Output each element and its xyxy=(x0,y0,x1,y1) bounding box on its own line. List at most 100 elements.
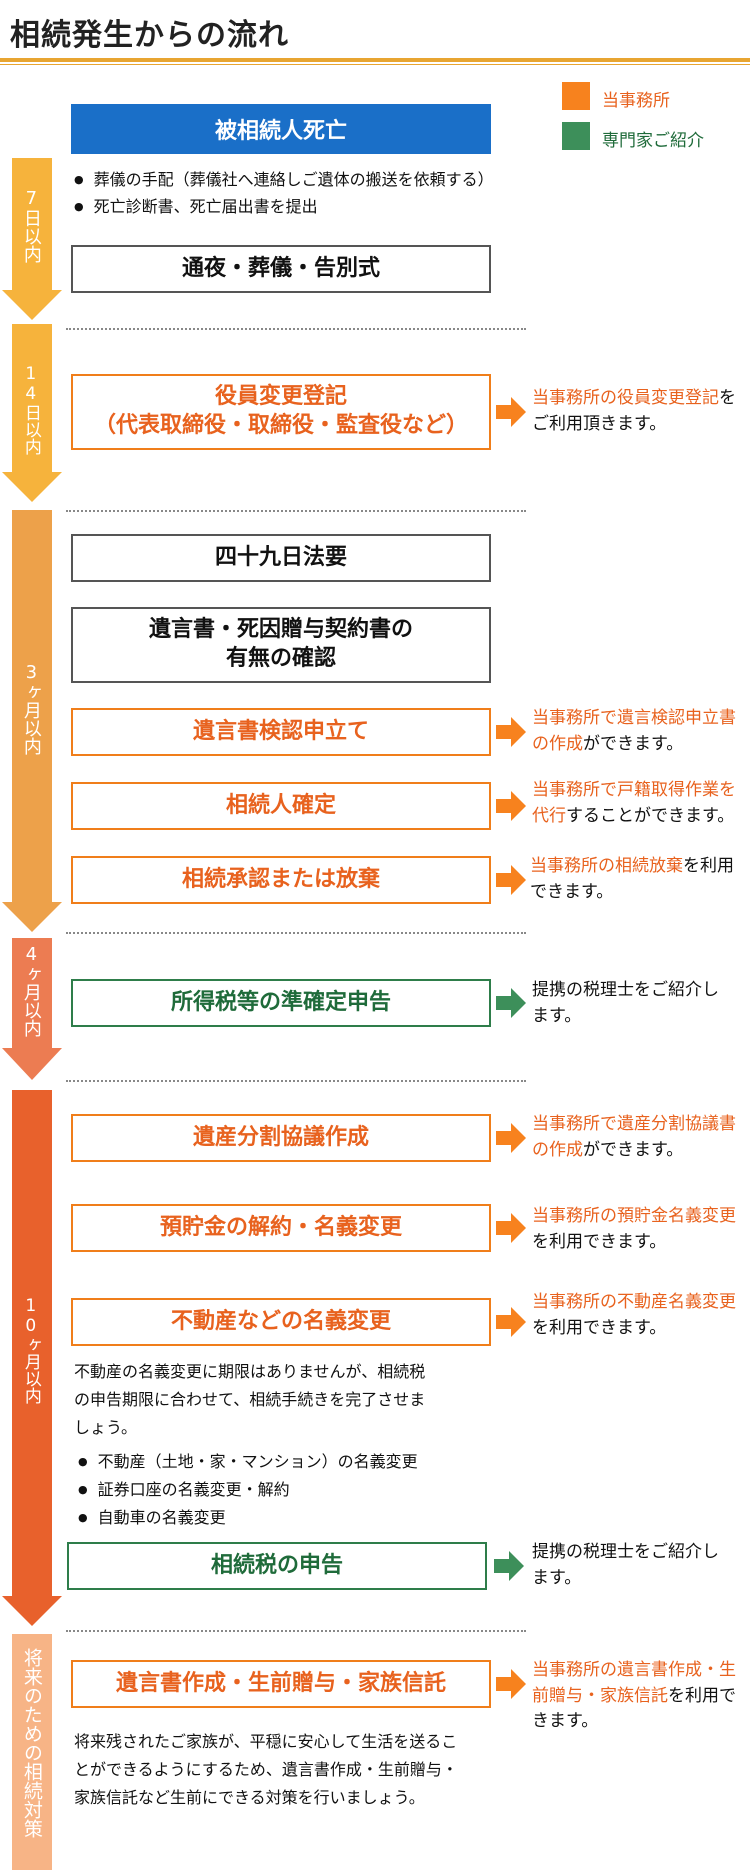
note-highlight: 代行 xyxy=(532,805,566,826)
divider xyxy=(66,328,526,330)
step-savings: 預貯金の解約・名義変更 xyxy=(71,1204,491,1252)
timeline-arrow-3months xyxy=(2,510,62,932)
arrow-right-icon xyxy=(494,1551,524,1581)
step-officer-change-line2: （代表取締役・取締役・監査役など） xyxy=(93,413,468,438)
step-memorial: 四十九日法要 xyxy=(71,534,491,582)
timeline-label-7days: 7日以内 xyxy=(20,188,42,263)
note-highlight: 当事務所で戸籍取得作業を xyxy=(532,780,736,800)
note-highlight: 当事務所で遺言検認申立書 xyxy=(532,708,736,728)
note-text: ます。 xyxy=(532,1567,582,1588)
bullet-funeral-arrangement: 葬儀の手配（葬儀社へ連絡しご遺体の搬送を依頼する） xyxy=(74,168,494,192)
divider xyxy=(66,1080,526,1082)
note-highlight: 当事務所の不動産名義変更 xyxy=(532,1292,736,1312)
timeline-label-3months: 3ヶ月以内 xyxy=(20,662,42,755)
step-inheritance-tax: 相続税の申告 xyxy=(67,1542,487,1590)
timeline-arrow-7days xyxy=(2,158,62,320)
arrow-right-icon xyxy=(496,865,526,895)
note-officer-change-highlight: 当事務所の役員変更登記 xyxy=(532,388,719,408)
body-line: 家族信託など生前にできる対策を行いましょう。 xyxy=(74,1788,425,1807)
divider xyxy=(66,1630,526,1632)
note-text: 提携の税理士をご紹介し xyxy=(532,980,719,1000)
timeline-label-future: 将来のための相続対策 xyxy=(20,1648,43,1838)
step-will-probate: 遺言書検認申立て xyxy=(71,708,491,756)
arrow-right-icon xyxy=(496,397,526,427)
timeline-bar-future xyxy=(12,1634,52,1870)
note-text: を利用できます。 xyxy=(532,1231,667,1252)
timeline-label-10months: 10ヶ月以内 xyxy=(20,1296,41,1404)
legend-office-label: 当事務所 xyxy=(602,91,670,111)
note-highlight: の作成 xyxy=(532,733,583,754)
divider xyxy=(66,510,526,512)
legend-expert-swatch xyxy=(562,122,590,150)
realestate-description: 不動産の名義変更に期限はありませんが、相続税 の申告期限に合わせて、相続手続きを… xyxy=(74,1358,494,1442)
note-text: を利用 xyxy=(683,856,734,876)
step-heir-confirm: 相続人確定 xyxy=(71,782,491,830)
step-officer-change: 役員変更登記 （代表取締役・取締役・監査役など） xyxy=(71,374,491,450)
arrow-right-icon xyxy=(496,791,526,821)
page-title: 相続発生からの流れ xyxy=(10,18,289,53)
arrow-right-icon xyxy=(496,1669,526,1699)
note-highlight: 当事務所の相続放棄 xyxy=(530,856,683,876)
bullet-realestate: 不動産（土地・家・マンション）の名義変更 xyxy=(78,1450,418,1474)
timeline-label-14days: 14日以内 xyxy=(20,364,41,455)
note-highlight: 当事務所の預貯金名義変更 xyxy=(532,1206,736,1226)
note-officer-change: 当事務所の役員変更登記を ご利用頂きます。 xyxy=(532,386,736,437)
note-future-planning: 当事務所の遺言書作成・生 前贈与・家族信託を利用で きます。 xyxy=(532,1658,736,1735)
bullet-death-certificate: 死亡診断書、死亡届出書を提出 xyxy=(74,195,318,219)
step-funeral: 通夜・葬儀・告別式 xyxy=(71,245,491,293)
note-highlight: 当事務所の遺言書作成・生 xyxy=(532,1660,736,1680)
step-officer-change-line1: 役員変更登記 xyxy=(214,384,347,410)
note-savings: 当事務所の預貯金名義変更 を利用できます。 xyxy=(532,1204,736,1255)
note-heir-confirm: 当事務所で戸籍取得作業を 代行することができます。 xyxy=(532,778,736,829)
step-future-planning: 遺言書作成・生前贈与・家族信託 xyxy=(71,1660,491,1708)
note-highlight: 当事務所で遺産分割協議書 xyxy=(532,1114,736,1134)
step-acceptance: 相続承認または放棄 xyxy=(71,856,491,904)
note-text: を利用で xyxy=(668,1685,736,1706)
timeline-arrow-4months xyxy=(2,938,62,1080)
step-death-header: 被相続人死亡 xyxy=(71,104,491,154)
note-highlight: の作成 xyxy=(532,1139,583,1160)
note-text: ご利用頂きます。 xyxy=(532,413,667,434)
timeline-arrow-10months xyxy=(2,1090,62,1626)
note-text: することができます。 xyxy=(566,805,735,826)
body-line: 将来残されたご家族が、平穏に安心して生活を送るこ xyxy=(74,1732,458,1751)
body-line: とができるようにするため、遺言書作成・生前贈与・ xyxy=(74,1760,458,1779)
title-rule xyxy=(0,58,750,62)
note-inheritance-tax: 提携の税理士をご紹介し ます。 xyxy=(532,1540,719,1591)
note-text: ができます。 xyxy=(583,1139,684,1160)
timeline-label-4months: 4ヶ月以内 xyxy=(20,944,42,1037)
note-division: 当事務所で遺産分割協議書 の作成ができます。 xyxy=(532,1112,736,1163)
bullet-securities: 証券口座の名義変更・解約 xyxy=(78,1478,290,1502)
step-will-check-line1: 遺言書・死因贈与契約書の xyxy=(148,617,413,643)
body-line: の申告期限に合わせて、相続手続きを完了させま xyxy=(74,1390,426,1409)
note-will-probate: 当事務所で遺言検認申立書 の作成ができます。 xyxy=(532,706,736,757)
note-text: ます。 xyxy=(532,1005,582,1026)
legend-office-swatch xyxy=(562,82,590,110)
note-text: 提携の税理士をご紹介し xyxy=(532,1542,719,1562)
step-will-check: 遺言書・死因贈与契約書の 有無の確認 xyxy=(71,607,491,683)
body-line: 不動産の名義変更に期限はありませんが、相続税 xyxy=(74,1362,426,1381)
future-description: 将来残されたご家族が、平穏に安心して生活を送るこ とができるようにするため、遺言… xyxy=(74,1728,514,1812)
note-text: できます。 xyxy=(530,881,614,902)
divider xyxy=(66,932,526,934)
note-realestate: 当事務所の不動産名義変更 を利用できます。 xyxy=(532,1290,736,1341)
note-text: を xyxy=(719,388,736,408)
arrow-right-icon xyxy=(496,988,526,1018)
note-text: を利用できます。 xyxy=(532,1317,667,1338)
step-income-tax: 所得税等の準確定申告 xyxy=(71,979,491,1027)
arrow-right-icon xyxy=(496,717,526,747)
step-will-check-line2: 有無の確認 xyxy=(225,646,336,671)
bullet-car: 自動車の名義変更 xyxy=(78,1506,226,1530)
arrow-right-icon xyxy=(496,1307,526,1337)
legend-expert-label: 専門家ご紹介 xyxy=(602,131,704,151)
step-division: 遺産分割協議作成 xyxy=(71,1114,491,1162)
note-highlight: 前贈与・家族信託 xyxy=(532,1685,668,1706)
timeline-arrows xyxy=(2,158,62,1870)
note-text: ができます。 xyxy=(583,733,684,754)
arrow-right-icon xyxy=(496,1213,526,1243)
arrow-right-icon xyxy=(496,1123,526,1153)
title-rule-thin xyxy=(0,64,750,65)
note-acceptance: 当事務所の相続放棄を利用 できます。 xyxy=(530,854,734,905)
note-text: きます。 xyxy=(532,1711,599,1731)
timeline-arrow-14days xyxy=(2,324,62,502)
